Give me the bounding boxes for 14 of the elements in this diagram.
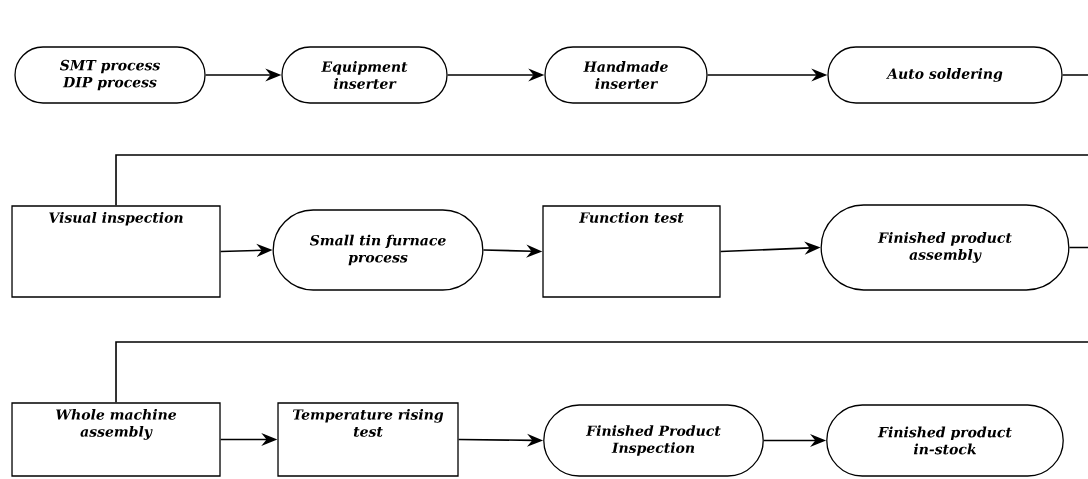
process-stadium: SMT process DIP process (14, 46, 206, 104)
process-box: Function test (542, 205, 721, 298)
process-stadium: Handmade inserter (544, 46, 708, 104)
process-stadium: Equipment inserter (281, 46, 448, 104)
process-stadium: Finished Product Inspection (543, 404, 764, 477)
connector-line (115, 74, 1088, 207)
process-box: Whole machine assembly (11, 402, 221, 477)
process-stadium: Auto soldering (827, 46, 1063, 104)
process-stadium: Finished product assembly (820, 204, 1070, 291)
process-box: Visual inspection (11, 205, 221, 298)
process-stadium: Finished product in-stock (826, 404, 1064, 477)
process-box: Temperature rising test (277, 402, 459, 477)
process-stadium: Small tin furnace process (272, 209, 484, 291)
connector-line (115, 246, 1088, 404)
